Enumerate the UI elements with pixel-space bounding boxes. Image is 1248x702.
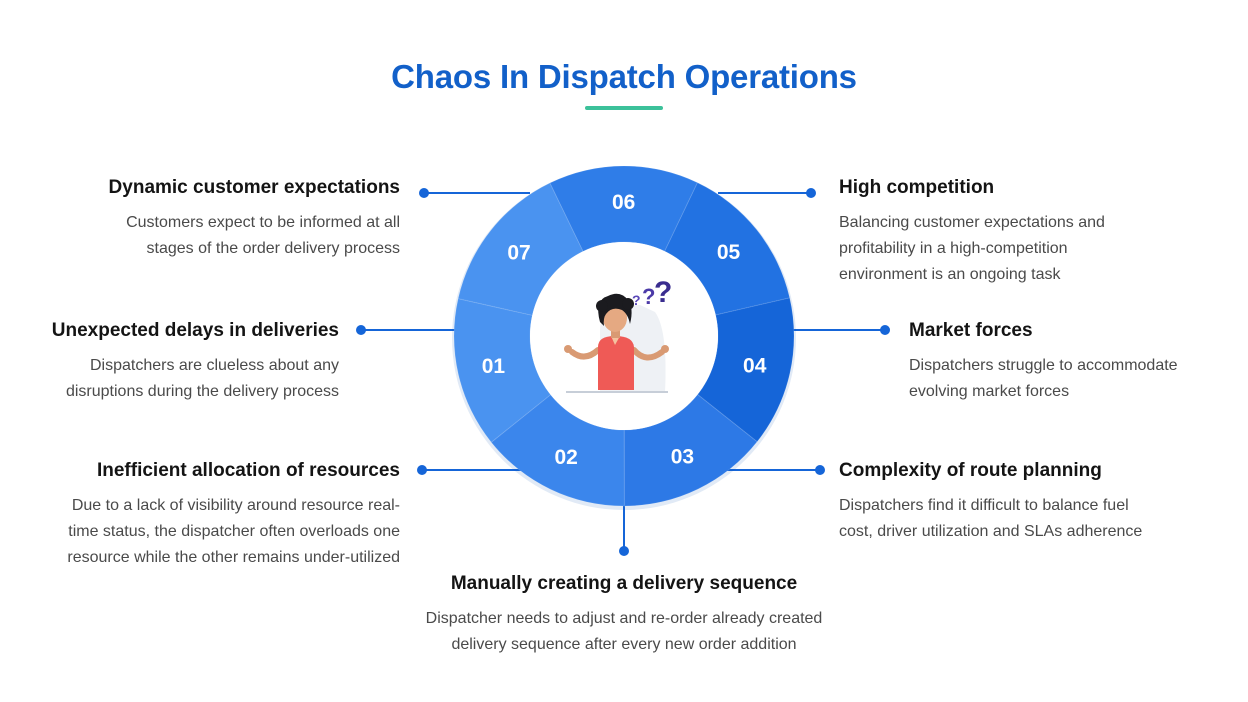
item-07-description: Balancing customer expectations and prof… — [839, 210, 1239, 288]
item-05-line-2: cost, driver utilization and SLAs adhere… — [839, 523, 1143, 540]
item-01-line-1: Customers expect to be informed at all — [126, 214, 400, 231]
item-04-line-2: delivery sequence after every new order … — [451, 636, 797, 653]
item-06: Market forces Dispatchers struggle to ac… — [909, 320, 1239, 405]
connector-06 — [792, 325, 890, 335]
svg-text:?: ? — [654, 276, 672, 309]
item-03-description: Due to a lack of visibility around resou… — [0, 493, 400, 571]
item-02-description: Dispatchers are clueless about any disru… — [0, 353, 339, 405]
item-07-line-3: environment is an ongoing task — [839, 266, 1061, 283]
segment-number-07: 07 — [507, 242, 530, 265]
item-01-line-2: stages of the order delivery process — [146, 240, 400, 257]
connector-05 — [718, 465, 825, 475]
item-02-title: Unexpected delays in deliveries — [51, 320, 339, 341]
item-03-title: Inefficient allocation of resources — [96, 460, 400, 481]
item-03: Inefficient allocation of resources Due … — [0, 460, 400, 571]
segment-number-04: 04 — [743, 354, 767, 377]
segment-number-03: 03 — [671, 446, 694, 469]
svg-text:?: ? — [632, 292, 641, 308]
wheel-segments — [453, 165, 795, 507]
item-05-line-1: Dispatchers find it difficult to balance… — [839, 497, 1129, 514]
item-05-title: Complexity of route planning — [839, 460, 1102, 481]
item-05-description: Dispatchers find it difficult to balance… — [839, 493, 1239, 545]
connector-02 — [356, 325, 455, 335]
item-03-line-2: time status, the dispatcher often overlo… — [68, 523, 400, 540]
confused-person-icon: ? ? ? — [564, 276, 672, 393]
segment-number-06: 06 — [612, 191, 635, 214]
item-04-description: Dispatcher needs to adjust and re-order … — [374, 606, 874, 658]
item-07: High competition Balancing customer expe… — [839, 177, 1239, 288]
item-06-description: Dispatchers struggle to accommodate evol… — [909, 353, 1239, 405]
item-06-line-1: Dispatchers struggle to accommodate — [909, 357, 1178, 374]
svg-text:?: ? — [642, 284, 655, 309]
item-07-line-2: profitability in a high-competition — [839, 240, 1068, 257]
connector-lines — [356, 188, 890, 556]
item-04: Manually creating a delivery sequence Di… — [374, 573, 874, 658]
item-05: Complexity of route planning Dispatchers… — [839, 460, 1239, 545]
item-04-title: Manually creating a delivery sequence — [450, 573, 798, 594]
item-07-title: High competition — [839, 177, 995, 198]
connector-07 — [718, 188, 816, 198]
item-07-line-1: Balancing customer expectations and — [839, 214, 1105, 231]
wheel-segment-numbers: 01 02 03 04 05 06 07 — [482, 191, 767, 469]
segment-number-02: 02 — [554, 446, 577, 469]
connector-01 — [419, 188, 530, 198]
item-03-line-1: Due to a lack of visibility around resou… — [71, 497, 400, 514]
item-02-line-2: disruptions during the delivery process — [65, 383, 339, 400]
item-02-line-1: Dispatchers are clueless about any — [89, 357, 339, 374]
item-03-line-3: resource while the other remains under-u… — [67, 549, 400, 566]
item-01: Dynamic customer expectations Customers … — [0, 177, 400, 262]
title-underline — [585, 106, 663, 110]
item-06-title: Market forces — [909, 320, 1033, 341]
segment-number-05: 05 — [717, 241, 741, 264]
item-01-title: Dynamic customer expectations — [108, 177, 400, 198]
connector-04 — [619, 505, 629, 556]
item-02: Unexpected delays in deliveries Dispatch… — [0, 320, 339, 405]
item-01-description: Customers expect to be informed at all s… — [0, 210, 400, 262]
connector-03 — [417, 465, 530, 475]
item-04-line-1: Dispatcher needs to adjust and re-order … — [425, 610, 823, 627]
segment-number-01: 01 — [482, 355, 506, 378]
item-06-line-2: evolving market forces — [909, 383, 1070, 400]
page-title: Chaos In Dispatch Operations — [391, 58, 857, 95]
